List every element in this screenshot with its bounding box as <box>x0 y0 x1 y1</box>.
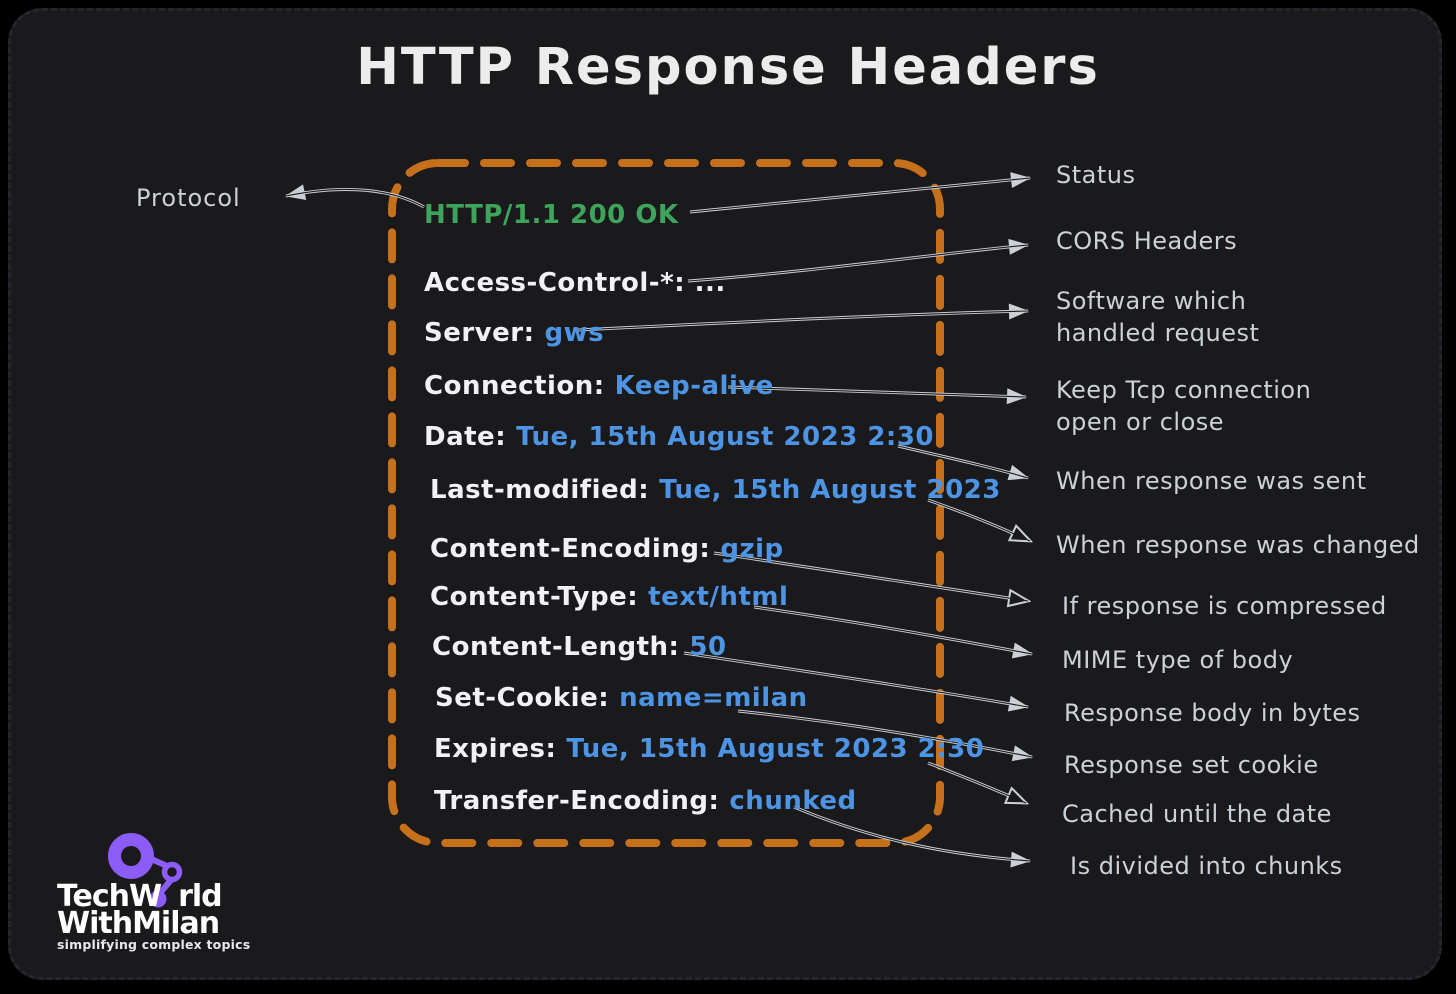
annotation-compressed: If response is compressed <box>1062 590 1387 622</box>
annotation-text: When response was changed <box>1056 531 1420 559</box>
header-value: chunked <box>729 786 857 816</box>
annotation-text: Response body in bytes <box>1064 699 1361 727</box>
header-row-set-cookie: Set-Cookie: name=milan <box>435 681 808 715</box>
annotation-body-bytes: Response body in bytes <box>1064 697 1361 729</box>
header-value: Tue, 15th August 2023 2:30 <box>566 734 985 764</box>
arrow-expires <box>927 761 1026 803</box>
header-row-access-control: Access-Control-*: ... <box>424 266 736 300</box>
header-name: Connection: <box>424 371 605 401</box>
molecule-ring-small <box>161 861 183 883</box>
header-row-status-line: HTTP/1.1 200 OK <box>424 198 689 232</box>
header-name: Date: <box>424 422 507 452</box>
annotation-text: Cached until the date <box>1062 800 1332 828</box>
arrow-connection <box>727 385 1027 405</box>
brand-text-post: rld <box>178 879 223 914</box>
annotation-text: Software which <box>1056 287 1247 315</box>
header-status-text: HTTP/1.1 200 OK <box>424 200 679 230</box>
arrow-content-type <box>753 605 1033 659</box>
molecule-node-dot <box>149 890 167 908</box>
page-title: HTTP Response Headers <box>356 38 1100 97</box>
header-value: name=milan <box>619 683 808 713</box>
arrow-protocol <box>285 184 425 209</box>
arrow-content-length <box>683 651 1029 712</box>
annotation-cors-headers: CORS Headers <box>1056 225 1237 257</box>
arrow-date <box>897 444 1029 481</box>
headers-dashed-box <box>388 159 944 847</box>
header-name: Expires: <box>434 734 557 764</box>
molecule-icon <box>108 833 183 908</box>
header-value: gzip <box>720 534 784 564</box>
annotation-text: MIME type of body <box>1062 646 1294 674</box>
arrow-transfer-encoding <box>793 805 1031 868</box>
annotation-text: Status <box>1056 161 1136 189</box>
annotation-text: Response set cookie <box>1064 751 1319 779</box>
arrow-server <box>577 303 1029 332</box>
annotation-response-changed: When response was changed <box>1056 529 1420 561</box>
header-row-content-type: Content-Type: text/html <box>430 580 788 614</box>
annotation-chunks: Is divided into chunks <box>1070 850 1343 882</box>
arrow-last-modified <box>927 498 1030 541</box>
header-name: Access-Control-*: ... <box>424 268 726 298</box>
header-name: Server: <box>424 318 535 348</box>
header-name: Set-Cookie: <box>435 683 610 713</box>
header-row-transfer-encoding: Transfer-Encoding: chunked <box>434 784 857 818</box>
brand-text-pre: TechW <box>57 879 162 914</box>
protocol-label: Protocol <box>136 184 241 212</box>
annotation-keep-tcp: Keep Tcp connection open or close <box>1056 374 1311 438</box>
header-name: Last-modified: <box>430 475 650 505</box>
diagram-canvas <box>8 8 1442 980</box>
annotation-set-cookie: Response set cookie <box>1064 749 1319 781</box>
annotation-text: Is divided into chunks <box>1070 852 1343 880</box>
annotation-text: When response was sent <box>1056 467 1367 495</box>
arrow-cors-headers <box>687 238 1029 283</box>
annotation-cached-until: Cached until the date <box>1062 798 1332 830</box>
header-value: gws <box>544 318 605 348</box>
header-value: Tue, 15th August 2023 2:30 <box>516 422 935 452</box>
annotation-software: Software which handled request <box>1056 285 1259 349</box>
brand-tagline: simplifying complex topics <box>57 937 251 952</box>
header-value: 50 <box>689 632 727 662</box>
header-row-server: Server: gws <box>424 316 604 350</box>
annotation-response-sent: When response was sent <box>1056 465 1367 497</box>
header-value: Tue, 15th August 2023 <box>659 475 1001 505</box>
header-name: Transfer-Encoding: <box>434 786 720 816</box>
header-row-content-length: Content-Length: 50 <box>432 630 727 664</box>
header-name: Content-Type: <box>430 582 639 612</box>
header-row-date: Date: Tue, 15th August 2023 2:30 <box>424 420 934 454</box>
header-row-last-modified: Last-modified: Tue, 15th August 2023 <box>430 473 1001 507</box>
annotation-text: Keep Tcp connection <box>1056 376 1312 404</box>
header-row-connection: Connection: Keep-alive <box>424 369 774 403</box>
annotation-text: handled request <box>1056 319 1260 347</box>
header-row-expires: Expires: Tue, 15th August 2023 2:30 <box>434 732 984 766</box>
arrow-status <box>689 172 1031 214</box>
annotation-status: Status <box>1056 159 1135 191</box>
annotation-text: If response is compressed <box>1062 592 1387 620</box>
annotation-text: open or close <box>1056 408 1225 436</box>
brand-name-line1: TechWorld <box>57 879 223 914</box>
header-value: Keep-alive <box>614 371 774 401</box>
arrow-set-cookie <box>737 709 1033 762</box>
annotation-mime-type: MIME type of body <box>1062 644 1293 676</box>
molecule-ring-large <box>108 833 154 879</box>
header-value: text/html <box>648 582 789 612</box>
annotation-text: CORS Headers <box>1056 227 1238 255</box>
header-name: Content-Length: <box>432 632 680 662</box>
arrow-content-encoding <box>713 551 1028 601</box>
molecule-bond-2 <box>157 878 174 895</box>
header-row-content-encoding: Content-Encoding: gzip <box>430 532 784 566</box>
header-name: Content-Encoding: <box>430 534 711 564</box>
brand-name-line2: WithMilan <box>57 906 220 941</box>
